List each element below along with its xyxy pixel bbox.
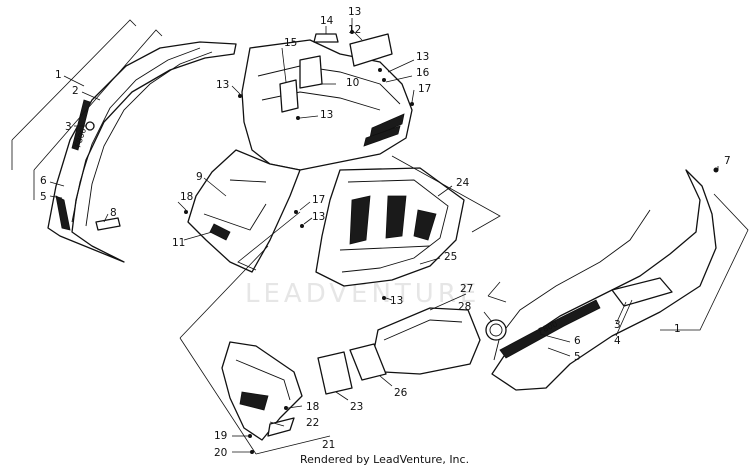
callout-22: 22: [306, 417, 319, 429]
callout-17-top: 17: [418, 83, 431, 95]
render-credit: Rendered by LeadVenture, Inc.: [300, 453, 470, 466]
callout-25: 25: [444, 251, 457, 263]
part-10-panel: [299, 55, 323, 89]
callout-3-right: 3: [614, 319, 621, 331]
callout-13-right: 13: [416, 51, 429, 63]
callout-16: 16: [416, 67, 430, 79]
part-8-decal: [95, 217, 121, 231]
callout-13-front: 13: [312, 211, 325, 223]
lower-mount: [221, 341, 303, 441]
part-3-4-vent: [611, 277, 673, 307]
callout-14: 14: [320, 15, 334, 27]
callout-18-left: 18: [180, 191, 193, 203]
part-27-clamp: [485, 319, 507, 341]
callout-19: 19: [214, 430, 227, 442]
callout-24: 24: [456, 177, 470, 189]
callout-8: 8: [110, 207, 117, 219]
callout-28: 28: [458, 301, 471, 313]
callout-18-low: 18: [306, 401, 319, 413]
callout-7: 7: [724, 155, 731, 167]
upper-hood: [241, 33, 413, 171]
callout-9: 9: [196, 171, 203, 183]
callout-13-left: 13: [216, 79, 229, 91]
callout-6-left: 6: [40, 175, 47, 187]
fasteners: [184, 30, 719, 454]
callout-26: 26: [394, 387, 408, 399]
callout-2: 2: [72, 85, 79, 97]
callout-10: 10: [346, 77, 359, 89]
callout-1-left: 1: [55, 69, 62, 81]
callout-5-right: 5: [574, 351, 581, 363]
callout-5-left: 5: [40, 191, 47, 203]
part-14-cap: [313, 33, 339, 43]
part-15-bracket: [279, 79, 299, 113]
left-side-panel: F800: [47, 41, 237, 263]
callout-15: 15: [284, 37, 297, 49]
callout-27: 27: [460, 283, 473, 295]
right-side-panel: F800: [491, 169, 717, 391]
callout-11: 11: [172, 237, 185, 249]
callout-23: 23: [350, 401, 363, 413]
leader-lines: [49, 18, 719, 453]
air-box: [315, 167, 465, 287]
callout-labels: 1 2 3 6 5 8 14 13 12 15 13 16 17 13 10 1…: [40, 6, 731, 459]
part-23-gasket: [317, 351, 353, 395]
callout-12: 12: [348, 24, 361, 36]
part-12-cover: [349, 33, 393, 67]
callout-17-mid: 17: [312, 194, 325, 206]
nose-cone: [187, 149, 301, 273]
callout-4: 4: [614, 335, 621, 347]
callout-20: 20: [214, 447, 227, 459]
callout-1-right: 1: [674, 323, 681, 335]
callout-13-top: 13: [348, 6, 361, 18]
part-3-grommet-left: [85, 121, 95, 131]
group-brackets: [11, 19, 749, 455]
callout-21: 21: [322, 439, 335, 451]
callout-13-low: 13: [390, 295, 403, 307]
callout-6-right: 6: [574, 335, 581, 347]
intake-duct: [317, 307, 507, 395]
callout-3-left: 3: [65, 121, 72, 133]
callout-13-mid: 13: [320, 109, 333, 121]
part-26-seal: [349, 343, 387, 381]
part-22-clip: [267, 417, 295, 437]
